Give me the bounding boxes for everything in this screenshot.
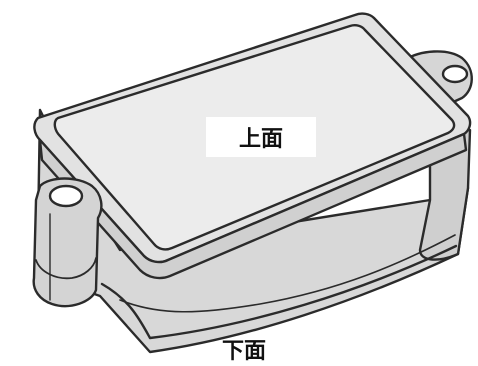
- bottom-face-label: 下面: [221, 339, 266, 364]
- box-base-lip: [100, 244, 458, 340]
- mounting-hole-left: [48, 184, 84, 208]
- top-face-label: 上面: [206, 117, 316, 157]
- mounting-hole-right: [441, 64, 469, 84]
